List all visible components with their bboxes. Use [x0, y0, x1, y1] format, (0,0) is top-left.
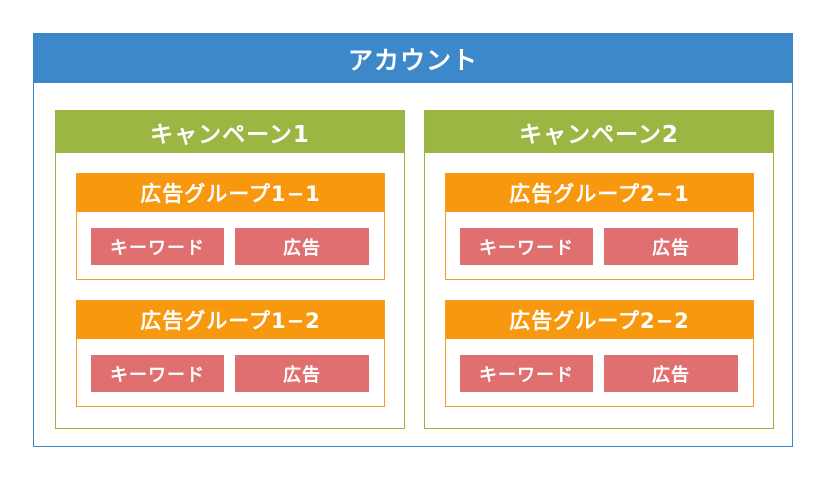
campaign-box-2: キャンペーン2 広告グループ2−1 キーワード 広告 広告グループ2−2 キーワ…: [424, 110, 774, 429]
ad-group-header-1-2: 広告グループ1−2: [77, 301, 384, 339]
ad-group-box-1-2: 広告グループ1−2 キーワード 広告: [76, 300, 385, 407]
ad-group-box-2-1: 広告グループ2−1 キーワード 広告: [445, 173, 754, 280]
keyword-box-1-2: キーワード: [91, 355, 224, 392]
ad-box-1-1: 広告: [235, 228, 369, 265]
ad-group-box-1-1: 広告グループ1−1 キーワード 広告: [76, 173, 385, 280]
ad-group-header-2-1: 広告グループ2−1: [446, 174, 753, 212]
account-header: アカウント: [34, 34, 792, 83]
keyword-box-2-2: キーワード: [460, 355, 593, 392]
ad-box-2-2: 広告: [604, 355, 738, 392]
ad-box-2-1: 広告: [604, 228, 738, 265]
campaign-header-1: キャンペーン1: [56, 111, 404, 153]
keyword-box-2-1: キーワード: [460, 228, 593, 265]
campaign-header-2: キャンペーン2: [425, 111, 773, 153]
ad-box-1-2: 広告: [235, 355, 369, 392]
account-box: アカウント キャンペーン1 広告グループ1−1 キーワード 広告 広告グループ1…: [33, 33, 793, 447]
ad-group-box-2-2: 広告グループ2−2 キーワード 広告: [445, 300, 754, 407]
keyword-box-1-1: キーワード: [91, 228, 224, 265]
ad-group-header-1-1: 広告グループ1−1: [77, 174, 384, 212]
ad-group-header-2-2: 広告グループ2−2: [446, 301, 753, 339]
campaign-box-1: キャンペーン1 広告グループ1−1 キーワード 広告 広告グループ1−2 キーワ…: [55, 110, 405, 429]
